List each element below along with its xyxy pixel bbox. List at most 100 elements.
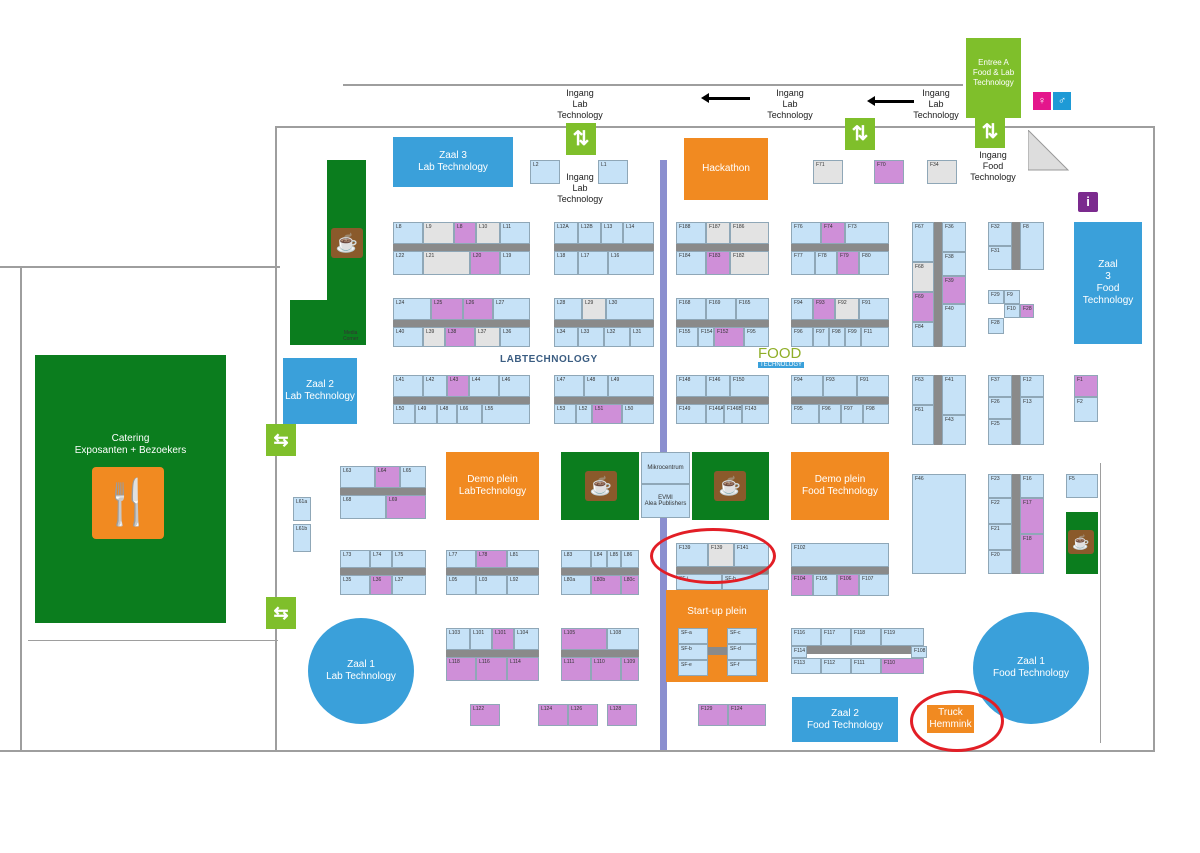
lab-booth: L13 bbox=[601, 222, 623, 244]
up-down-arrows-icon: ⇅ bbox=[566, 123, 596, 155]
lab-aisle bbox=[446, 568, 539, 575]
outer-wall-right bbox=[1153, 126, 1155, 752]
lab-booth: L24 bbox=[393, 298, 431, 320]
food-booth: F46 bbox=[912, 474, 966, 574]
lab-booth: L83 bbox=[561, 550, 591, 568]
food-booth: F97 bbox=[813, 327, 829, 347]
lab-booth: L49 bbox=[608, 375, 654, 397]
food-booth: F92 bbox=[835, 298, 859, 320]
left-right-arrows-icon: ⇆ bbox=[266, 597, 296, 629]
male-toilet-icon: ♂ bbox=[1053, 92, 1071, 110]
lab-booth: L49 bbox=[415, 404, 437, 424]
lab-booth: L28 bbox=[554, 298, 582, 320]
lab-booth: L50 bbox=[393, 404, 415, 424]
lab-booth: L50 bbox=[622, 404, 654, 424]
lab-booth: L105 bbox=[561, 628, 607, 650]
labtechnology-logo: LABTECHNOLOGY bbox=[500, 354, 598, 365]
food-booth: F32 bbox=[988, 222, 1012, 246]
lab-aisle bbox=[561, 650, 639, 657]
food-logo: FOOD bbox=[758, 345, 802, 362]
food-booth: F18 bbox=[1020, 534, 1044, 574]
food-booth: F71 bbox=[813, 160, 843, 184]
lab-booth: L86 bbox=[621, 550, 639, 568]
food-aisle bbox=[934, 375, 942, 445]
lab-booth: L114 bbox=[507, 657, 539, 681]
lab-booth: L51 bbox=[592, 404, 622, 424]
food-booth: F37 bbox=[988, 375, 1012, 397]
lab-aisle bbox=[561, 568, 639, 575]
food-booth: F8 bbox=[1020, 222, 1044, 270]
info-icon: i bbox=[1078, 192, 1098, 212]
lab-booth: L66 bbox=[457, 404, 482, 424]
lab-booth: L52 bbox=[576, 404, 592, 424]
lab-booth: L68 bbox=[340, 495, 386, 519]
lab-booth: L73 bbox=[340, 550, 370, 568]
food-booth: F169 bbox=[706, 298, 736, 320]
zaal2-lab-room: Zaal 2 Lab Technology bbox=[283, 358, 357, 424]
food-booth: F41 bbox=[942, 375, 966, 415]
food-booth: F70 bbox=[874, 160, 904, 184]
lab-booth: L103 bbox=[446, 628, 470, 650]
food-booth: F79 bbox=[837, 251, 859, 275]
food-booth: F187 bbox=[706, 222, 730, 244]
food-booth: F40 bbox=[942, 304, 966, 347]
lab-aisle bbox=[446, 650, 539, 657]
lab-booth: L8 bbox=[454, 222, 476, 244]
food-booth: F183 bbox=[706, 251, 730, 275]
lab-booth: L17 bbox=[578, 251, 608, 275]
lab-booth: L44 bbox=[469, 375, 499, 397]
lab-booth: L80a bbox=[561, 575, 591, 595]
lab-booth: L11 bbox=[500, 222, 530, 244]
up-down-arrows-icon: ⇅ bbox=[845, 118, 875, 150]
lab-booth: L30 bbox=[606, 298, 654, 320]
lab-booth: L46 bbox=[499, 375, 530, 397]
right-inner-wall bbox=[1100, 463, 1101, 743]
food-booth: F119 bbox=[881, 628, 924, 646]
lab-booth: L122 bbox=[470, 704, 500, 726]
food-booth: F38 bbox=[942, 252, 966, 276]
food-booth: F93 bbox=[823, 375, 857, 397]
food-aisle bbox=[791, 320, 889, 327]
lab-booth: L84 bbox=[591, 550, 607, 568]
zaal3-food-room: Zaal 3 Food Technology bbox=[1074, 222, 1142, 344]
food-booth: F21 bbox=[988, 524, 1012, 550]
food-booth: F113 bbox=[791, 658, 821, 674]
food-booth: F28 bbox=[988, 318, 1004, 334]
lab-booth: L55 bbox=[482, 404, 530, 424]
lab-booth: L35 bbox=[340, 575, 370, 595]
food-booth: F152 bbox=[714, 327, 744, 347]
startup-booth: SF-a bbox=[678, 628, 708, 644]
food-booth: F146B bbox=[724, 404, 742, 424]
lab-booth: L33 bbox=[578, 327, 604, 347]
lab-booth: L61a bbox=[293, 497, 311, 521]
food-booth: F95 bbox=[744, 327, 769, 347]
green-corner bbox=[290, 300, 335, 345]
lab-booth: L38 bbox=[445, 327, 475, 347]
evmi-booth: EVMI Alea Publishers bbox=[641, 484, 690, 518]
lab-booth: L80b bbox=[591, 575, 621, 595]
outer-wall-top bbox=[343, 84, 963, 86]
food-booth: F91 bbox=[857, 375, 889, 397]
lab-booth: L36 bbox=[500, 327, 530, 347]
outer-wall-top-2 bbox=[275, 126, 1155, 128]
coffee-cup-icon: ☕ bbox=[585, 471, 617, 501]
food-booth: F186 bbox=[730, 222, 769, 244]
lab-booth: L92 bbox=[507, 575, 539, 595]
startup-aisle bbox=[708, 647, 727, 655]
food-booth: F9 bbox=[1004, 290, 1020, 304]
lab-booth: L14 bbox=[623, 222, 654, 244]
fork-knife-icon: 🍴 bbox=[92, 467, 164, 539]
lab-booth: L18 bbox=[554, 251, 578, 275]
lab-booth: L101 bbox=[492, 628, 514, 650]
lab-booth: L21 bbox=[423, 251, 470, 275]
lab-booth: L19 bbox=[500, 251, 530, 275]
food-booth: F143 bbox=[742, 404, 769, 424]
lab-booth: L36 bbox=[370, 575, 392, 595]
outer-wall-bottom bbox=[275, 750, 1155, 752]
food-booth: F117 bbox=[821, 628, 851, 646]
demo-plein-lab: Demo plein LabTechnology bbox=[446, 452, 539, 520]
lab-booth: L05 bbox=[446, 575, 476, 595]
food-booth: F118 bbox=[851, 628, 881, 646]
ingang-lab-2: Ingang Lab Technology bbox=[767, 88, 813, 120]
food-aisle bbox=[676, 320, 769, 327]
